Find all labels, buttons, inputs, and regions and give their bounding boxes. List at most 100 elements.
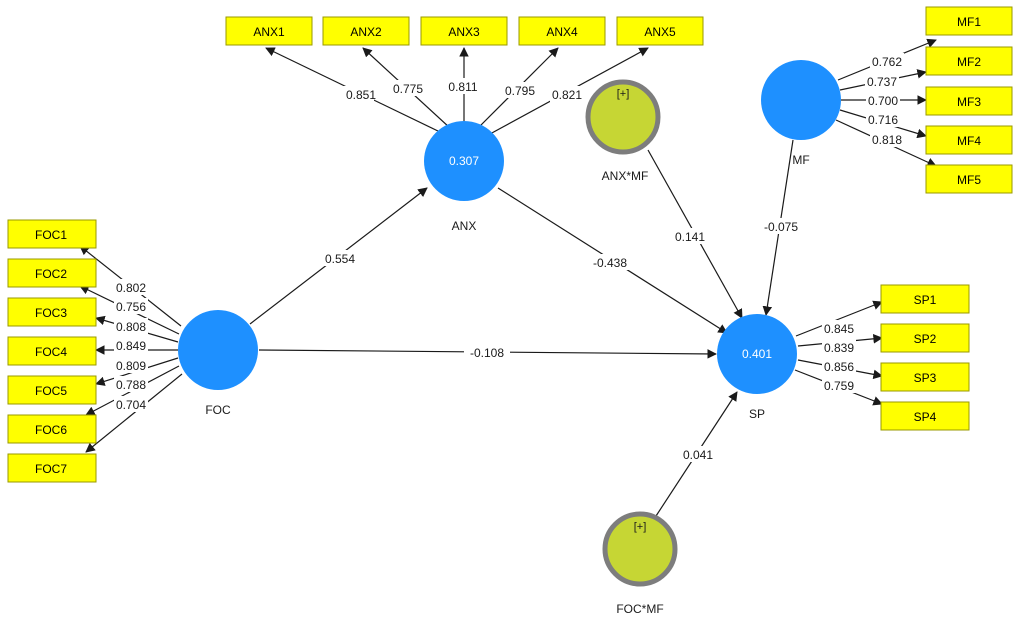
indicator-label-anx5: ANX5: [644, 25, 676, 39]
loading-value-foc6: 0.788: [116, 378, 146, 392]
construct-mf: MF: [761, 60, 841, 167]
construct-r2-sp: 0.401: [742, 347, 772, 361]
loading-value-mf5: 0.818: [872, 133, 902, 147]
loading-value-mf3: 0.700: [868, 94, 898, 108]
loading-value-mf2: 0.737: [867, 75, 897, 89]
loading-value-anx4: 0.795: [505, 84, 535, 98]
indicator-box-foc5: [7, 375, 97, 405]
indicator-label-foc6: FOC6: [35, 423, 67, 437]
moderator-circle-foc-mf: [602, 511, 678, 587]
structural-paths: 0.554 -0.108 -0.438 0.141 -0.075 0.041: [249, 139, 804, 517]
indicator-box-foc1: [7, 219, 97, 249]
sp-loadings: 0.845 0.839 0.856 0.759: [794, 300, 883, 406]
loading-value-foc3: 0.808: [116, 320, 146, 334]
loading-value-foc5: 0.809: [116, 359, 146, 373]
path-coef-anx-sp: -0.438: [593, 256, 627, 270]
loading-value-sp2: 0.839: [824, 341, 854, 355]
loading-value-anx1: 0.851: [346, 88, 376, 102]
path-coef-mf-sp: -0.075: [764, 220, 798, 234]
construct-foc: FOC: [178, 310, 258, 417]
indicator-box-sp4: [880, 401, 970, 431]
construct-circle-sp: [717, 314, 797, 394]
loading-value-sp1: 0.845: [824, 322, 854, 336]
indicator-box-anx4: [518, 16, 606, 46]
indicator-label-mf3: MF3: [957, 95, 981, 109]
construct-name-foc: FOC: [205, 403, 231, 417]
indicator-label-sp3: SP3: [914, 371, 937, 385]
indicator-box-foc6: [7, 414, 97, 444]
path-coef-anxmf-sp: 0.141: [675, 230, 705, 244]
path-coef-focmf-sp: 0.041: [683, 448, 713, 462]
construct-r2-anx: 0.307: [449, 154, 479, 168]
construct-foc-mf: [+] FOC*MF: [602, 511, 678, 616]
loading-value-foc2: 0.756: [116, 300, 146, 314]
indicator-box-mf1: [925, 6, 1013, 36]
indicator-label-sp4: SP4: [914, 410, 937, 424]
indicator-box-foc7: [7, 453, 97, 483]
path-coef-foc-sp: -0.108: [470, 346, 504, 360]
indicator-label-foc5: FOC5: [35, 384, 67, 398]
indicator-box-foc4: [7, 336, 97, 366]
loading-arrow-sp1: [795, 300, 883, 337]
anx-loadings: 0.851 0.775 0.811 0.795 0.821: [265, 47, 649, 135]
indicator-box-anx3: [420, 16, 508, 46]
indicator-box-foc2: [7, 258, 97, 288]
indicator-box-sp2: [880, 323, 970, 353]
indicator-label-foc7: FOC7: [35, 462, 67, 476]
loading-value-anx5: 0.821: [552, 88, 582, 102]
loading-value-sp3: 0.856: [824, 360, 854, 374]
indicator-label-mf4: MF4: [957, 134, 981, 148]
indicator-label-sp2: SP2: [914, 332, 937, 346]
construct-anx: 0.307 ANX: [424, 121, 504, 233]
indicator-label-anx3: ANX3: [448, 25, 480, 39]
construct-anx-mf: [+] ANX*MF: [585, 79, 661, 183]
indicator-label-foc3: FOC3: [35, 306, 67, 320]
loading-value-foc7: 0.704: [116, 398, 146, 412]
mf-indicators: MF1 MF2 MF3 MF4 MF5: [925, 6, 1013, 194]
construct-name-anx: ANX: [452, 219, 477, 233]
indicator-label-mf5: MF5: [957, 173, 981, 187]
indicator-label-sp1: SP1: [914, 293, 937, 307]
indicator-box-anx2: [322, 16, 410, 46]
loading-value-mf1: 0.762: [872, 55, 902, 69]
indicator-box-mf5: [925, 164, 1013, 194]
indicator-label-foc1: FOC1: [35, 228, 67, 242]
loading-value-mf4: 0.716: [868, 113, 898, 127]
construct-name-sp: SP: [749, 407, 765, 421]
loading-arrow-foc7: [85, 373, 183, 453]
indicator-label-foc4: FOC4: [35, 345, 67, 359]
anx-indicators: ANX1 ANX2 ANX3 ANX4 ANX5: [225, 16, 704, 46]
loading-value-foc1: 0.802: [116, 281, 146, 295]
indicator-label-foc2: FOC2: [35, 267, 67, 281]
indicator-box-anx5: [616, 16, 704, 46]
indicator-label-mf1: MF1: [957, 15, 981, 29]
loading-value-anx2: 0.775: [393, 82, 423, 96]
moderator-tag-foc-mf: [+]: [634, 521, 647, 533]
loading-value-foc4: 0.849: [116, 339, 146, 353]
construct-name-foc-mf: FOC*MF: [616, 602, 663, 616]
construct-name-anx-mf: ANX*MF: [602, 169, 649, 183]
indicator-box-foc3: [7, 297, 97, 327]
indicator-box-mf3: [925, 86, 1013, 116]
construct-circle-foc: [178, 310, 258, 390]
construct-circle-anx: [424, 121, 504, 201]
moderator-circle-anx-mf: [585, 79, 661, 155]
path-coef-foc-anx: 0.554: [325, 252, 355, 266]
indicator-box-mf2: [925, 46, 1013, 76]
sp-indicators: SP1 SP2 SP3 SP4: [880, 284, 970, 431]
indicator-label-anx1: ANX1: [253, 25, 285, 39]
moderator-tag-anx-mf: [+]: [617, 88, 630, 100]
indicator-label-anx2: ANX2: [350, 25, 382, 39]
loading-value-anx3: 0.811: [448, 80, 477, 94]
loading-value-sp4: 0.759: [824, 379, 854, 393]
foc-loadings: 0.802 0.756 0.808 0.849 0.809 0.788 0.70…: [79, 245, 183, 453]
construct-sp: 0.401 SP: [717, 314, 797, 421]
mf-loadings: 0.762 0.737 0.700 0.716 0.818: [835, 38, 937, 167]
indicator-label-anx4: ANX4: [546, 25, 578, 39]
construct-name-mf: MF: [792, 153, 809, 167]
indicator-box-sp1: [880, 284, 970, 314]
foc-indicators: FOC1 FOC2 FOC3 FOC4 FOC5 FOC6 FOC7: [7, 219, 97, 483]
indicator-label-mf2: MF2: [957, 55, 981, 69]
